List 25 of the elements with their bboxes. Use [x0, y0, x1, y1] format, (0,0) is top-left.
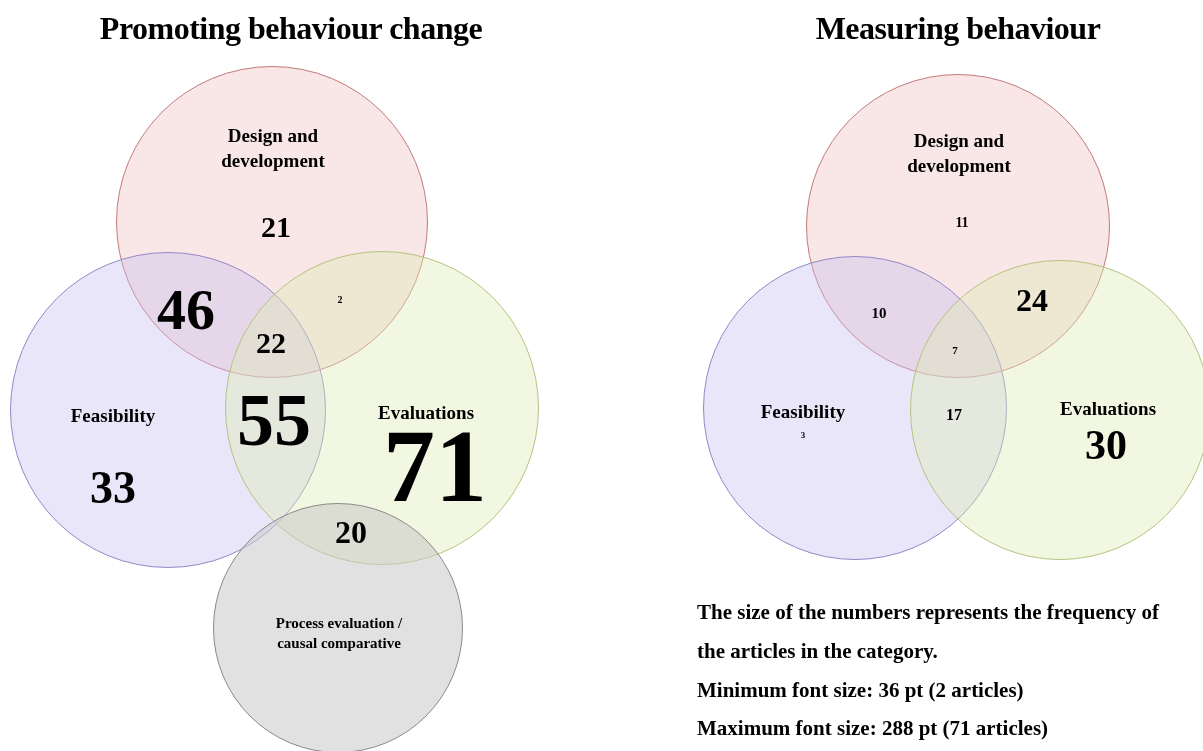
count-number: 24 [1016, 284, 1048, 316]
circle-label: Design and development [220, 124, 326, 173]
circle-label: Design and development [906, 129, 1012, 178]
note-text: The size of the numbers represents the frequency of the articles in the category. [697, 599, 1161, 665]
circle-label: Process evaluation / causal comparative [274, 613, 404, 653]
count-number: 11 [955, 216, 969, 230]
note-text: Maximum font size: 288 pt (71 articles) [697, 715, 1050, 742]
circle-label: Feasibility [759, 399, 847, 424]
count-number: 7 [952, 344, 958, 356]
count-number: 3 [800, 430, 806, 440]
note-text: Minimum font size: 36 pt (2 articles) [697, 677, 1025, 704]
count-number: 33 [90, 465, 136, 511]
count-number: 17 [946, 407, 962, 423]
count-number: 46 [157, 281, 215, 339]
count-number: 55 [237, 383, 311, 457]
count-number: 22 [256, 328, 286, 358]
count-number: 30 [1085, 424, 1127, 466]
count-number: 20 [335, 516, 367, 548]
circle-label: Feasibility [69, 403, 157, 428]
count-number: 2 [337, 295, 343, 305]
circle-label: Evaluations [1058, 396, 1158, 421]
count-number: 10 [871, 305, 887, 321]
count-number: 21 [261, 212, 291, 242]
panel-title: Promoting behaviour change [99, 12, 483, 44]
panel-title: Measuring behaviour [815, 12, 1101, 44]
